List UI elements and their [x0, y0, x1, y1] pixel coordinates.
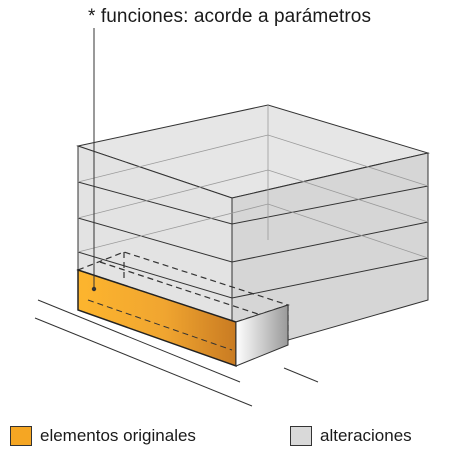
legend-alteration: alteraciones — [290, 426, 412, 446]
functions-annotation: * funciones: acorde a parámetros — [88, 6, 372, 27]
floor-lines — [77, 105, 429, 299]
legend-alteration-label: alteraciones — [320, 426, 412, 445]
alteration-side-face — [235, 304, 289, 367]
street-lines — [34, 299, 319, 407]
building-volume — [76, 104, 430, 357]
legend-original-swatch — [10, 426, 32, 446]
legend-alteration-swatch — [290, 426, 312, 446]
legend-original: elementos originales — [10, 426, 196, 446]
annotation-leader — [91, 28, 97, 292]
building-right-face — [231, 152, 429, 357]
legend-original-label: elementos originales — [40, 426, 196, 445]
original-element-inner-line — [87, 299, 233, 351]
